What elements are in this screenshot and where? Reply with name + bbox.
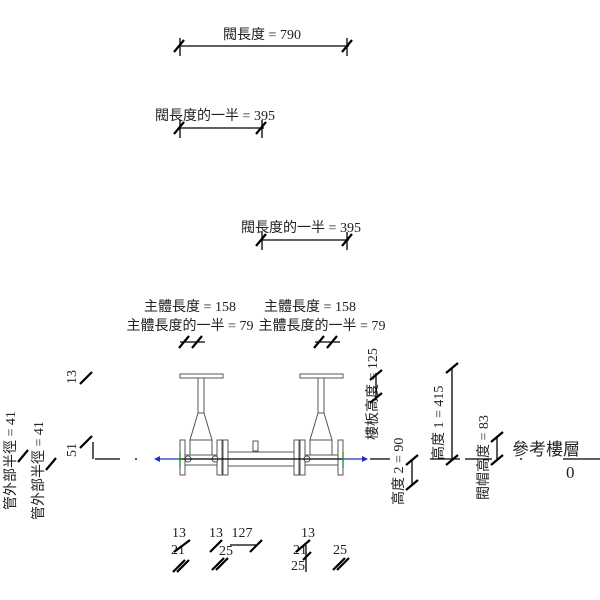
dim-floor-height[interactable]: 樓板高度 = 125 (364, 348, 383, 440)
dim-51[interactable]: 51 (65, 443, 80, 457)
dim-label: 127 (232, 526, 253, 541)
dim-pipe-outer-radius[interactable]: 管外部半徑 = 41 管外部半徑 = 41 (3, 411, 57, 520)
dim-label: 13 (301, 526, 315, 541)
dim-body-length-right[interactable]: 主體長度 = 158 (264, 299, 356, 315)
dim-height-1[interactable]: 高度 1 = 415 (430, 362, 460, 466)
dim-height-2[interactable]: 高度 2 = 90 (390, 438, 419, 505)
dim-valve-half-1[interactable]: 閥長度的一半 = 395 (155, 108, 275, 138)
dim-label: 閥長度的一半 = 395 (155, 108, 275, 124)
dim-valve-half-2[interactable]: 閥長度的一半 = 395 (241, 220, 361, 250)
dim-13-top[interactable]: 13 (65, 370, 80, 384)
valve-geometry[interactable] (179, 373, 344, 476)
dim-body-half-left[interactable]: 主體長度的一半 = 79 (127, 318, 254, 334)
dim-label: 樓板高度 = 125 (364, 348, 381, 440)
dim-label: 閥帽高度 = 83 (475, 415, 492, 500)
dim-body-length-left[interactable]: 主體長度 = 158 (144, 299, 236, 315)
dim-label: 13 (172, 526, 186, 541)
reference-level[interactable]: 參考樓層 0 (465, 440, 600, 482)
connector-left[interactable] (154, 452, 181, 468)
connector-right[interactable] (342, 452, 368, 468)
dim-valve-length[interactable]: 閥長度 = 790 (173, 27, 353, 56)
body-dim-ticks (178, 335, 340, 349)
dim-label: 閥長度的一半 = 395 (241, 220, 361, 236)
level-name: 參考樓層 (512, 440, 580, 459)
dim-label: 管外部半徑 = 41 (31, 421, 47, 520)
dim-label: 13 (209, 526, 223, 541)
dim-label: 高度 2 = 90 (390, 438, 407, 505)
dim-label: 高度 1 = 415 (430, 386, 447, 460)
bottom-dims[interactable]: 13 13 127 13 21 21 25 25 25 (171, 526, 350, 574)
dim-label: 閥長度 = 790 (223, 27, 301, 43)
dim-body-half-right[interactable]: 主體長度的一半 = 79 (259, 318, 386, 334)
dim-label: 25 (333, 543, 347, 558)
dim-label: 25 (219, 544, 233, 559)
dim-label: 25 (291, 559, 305, 574)
level-elevation: 0 (566, 463, 575, 482)
dim-cap-height[interactable]: 閥帽高度 = 83 (475, 415, 504, 500)
dim-label: 管外部半徑 = 41 (3, 411, 19, 510)
